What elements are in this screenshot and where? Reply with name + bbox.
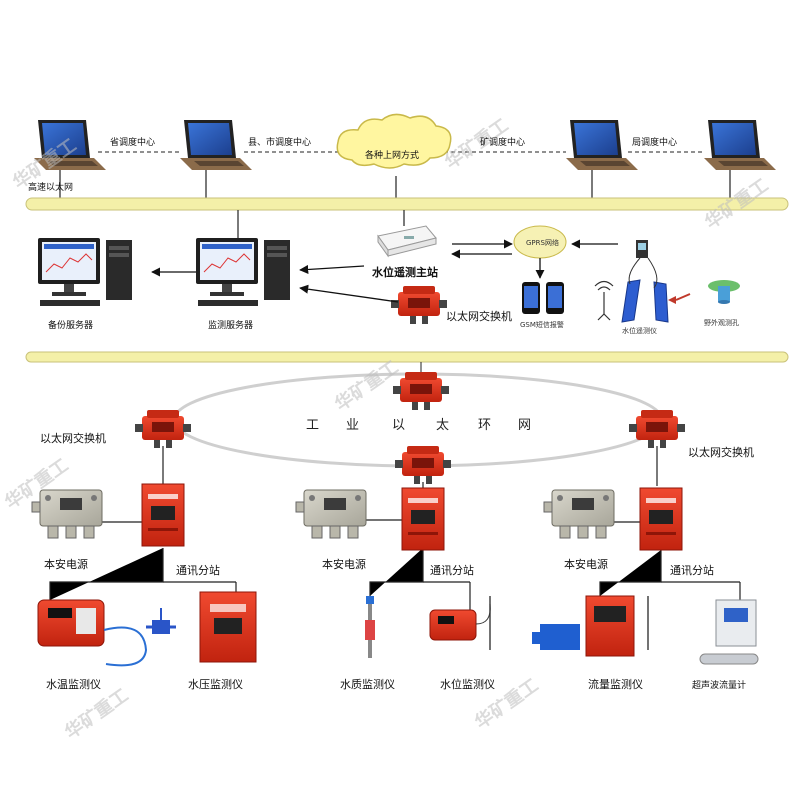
- label-water-level: 水位监测仪: [440, 678, 495, 691]
- ring-char: 业: [346, 418, 360, 433]
- label-backup-server: 备份服务器: [48, 321, 94, 331]
- water-level-meter-icon: [429, 596, 491, 650]
- antenna-icon: [594, 280, 614, 321]
- label-switch-right: 以太网交换机: [688, 446, 754, 459]
- water-quality-probe-icon: [365, 596, 375, 658]
- label-monitor-server: 监测服务器: [208, 321, 254, 331]
- ring-char: 网: [518, 418, 532, 433]
- switch-icon-ring-right: [629, 410, 685, 448]
- desktop-icon-monitor: [195, 237, 291, 307]
- label-telemeter: 水位遥测仪: [622, 327, 657, 335]
- phone-icon: [522, 282, 564, 314]
- cloud-label: 各种上网方式: [365, 151, 420, 161]
- switch-icon-ring-bottom: [395, 446, 451, 484]
- label-power-3: 本安电源: [564, 558, 608, 571]
- gprs-arrows: [451, 239, 513, 259]
- label-main-station: 水位遥测主站: [372, 266, 438, 279]
- label-water-quality: 水质监测仪: [340, 678, 395, 691]
- switch-icon-main: [391, 286, 447, 324]
- label-field-hole: 野外观测孔: [704, 319, 739, 327]
- borehole-icon: [708, 280, 740, 304]
- label-power-2: 本安电源: [322, 558, 366, 571]
- ultrasonic-meter-icon: [699, 599, 759, 665]
- label-sms: GSM短信报警: [520, 321, 564, 329]
- label-ultrasonic: 超声波流量计: [692, 681, 747, 691]
- flow-sensor-icon: [532, 624, 580, 650]
- laptop-icon-county: [180, 120, 252, 170]
- label-ethernet: 高速以太网: [28, 183, 74, 193]
- water-temp-meter-icon: [37, 599, 148, 667]
- cloud-icon: [336, 113, 452, 169]
- label-substation-2: 通讯分站: [430, 564, 474, 577]
- ring-char: 环: [478, 418, 492, 433]
- label-bureau-center: 局调度中心: [632, 138, 678, 148]
- power-box-icon-3: [543, 489, 615, 539]
- label-switch-left: 以太网交换机: [40, 432, 106, 445]
- label-power-1: 本安电源: [44, 558, 88, 571]
- ring-char: 工: [306, 418, 320, 433]
- router-icon: [377, 225, 437, 258]
- label-main-switch: 以太网交换机: [446, 310, 512, 323]
- laptop-icon-bureau: [704, 120, 776, 170]
- power-box-icon-2: [295, 489, 367, 539]
- laptop-bus-links: [59, 170, 731, 198]
- water-pressure-meter-icon: [199, 591, 257, 663]
- label-province-center: 省调度中心: [110, 138, 156, 148]
- laptop-icon-mine: [566, 120, 638, 170]
- telemeter-icon: [621, 240, 691, 323]
- label-gprs: GPRS网络: [526, 239, 559, 247]
- desktop-icon-backup: [37, 237, 133, 307]
- label-substation-3: 通讯分站: [670, 564, 714, 577]
- label-substation-1: 通讯分站: [176, 564, 220, 577]
- substation-icon-3: [639, 487, 683, 551]
- ring-char: 以: [392, 418, 406, 433]
- label-mine-center: 矿调度中心: [480, 138, 526, 148]
- substation-icon-2: [401, 487, 445, 551]
- switch-icon-ring-top: [393, 372, 449, 410]
- branch-links: [49, 446, 741, 610]
- flow-meter-icon: [585, 595, 649, 657]
- pressure-sensor-icon: [146, 608, 176, 634]
- ring-char: 太: [436, 418, 450, 433]
- power-box-icon-1: [31, 489, 103, 539]
- switch-icon-ring-left: [135, 410, 191, 448]
- label-water-temp: 水温监测仪: [46, 678, 101, 691]
- ethernet-bus-top: [25, 197, 789, 211]
- substation-icon-1: [141, 483, 185, 547]
- label-flow: 流量监测仪: [588, 678, 643, 691]
- label-water-pressure: 水压监测仪: [188, 678, 243, 691]
- label-county-center: 县、市调度中心: [248, 138, 312, 148]
- ethernet-bus-middle: [25, 351, 789, 363]
